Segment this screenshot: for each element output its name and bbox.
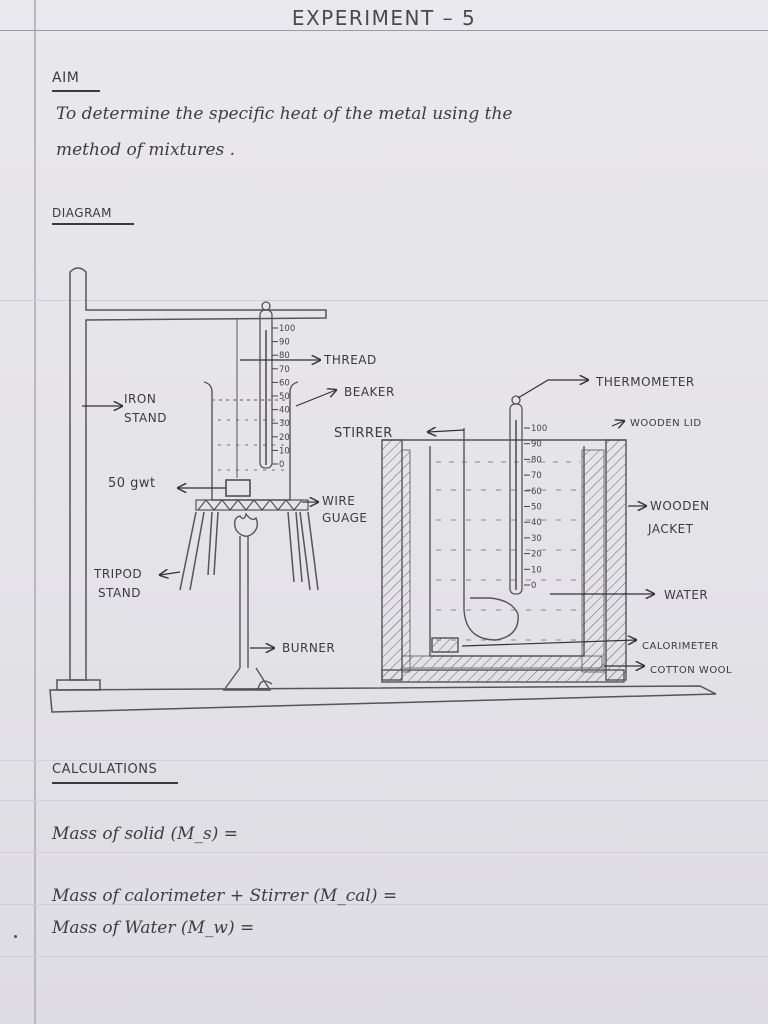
scale-tick-label: 30 bbox=[279, 419, 290, 429]
label-cotton-wool: COTTON WOOL bbox=[650, 665, 732, 676]
scale-tick-label: 20 bbox=[279, 433, 290, 443]
ruled-line bbox=[0, 956, 768, 957]
ruled-line bbox=[0, 904, 768, 905]
ink-dot bbox=[14, 935, 17, 938]
label-weight: 50 gwt bbox=[108, 476, 156, 491]
scale-tick-label: 100 bbox=[279, 324, 295, 334]
scale-tick-label: 60 bbox=[279, 378, 290, 388]
calorimeter-assembly bbox=[381, 439, 627, 683]
scale-tick-label: 100 bbox=[531, 424, 547, 434]
scale-tick-label: 50 bbox=[531, 503, 542, 513]
wire-gauge bbox=[195, 499, 309, 511]
header-rule bbox=[0, 30, 768, 31]
label-arrows bbox=[82, 360, 654, 666]
scale-tick-label: 70 bbox=[279, 365, 290, 375]
label-wooden: WOODEN bbox=[650, 499, 710, 513]
label-gauge: GUAGE bbox=[322, 511, 367, 525]
scale-tick-label: 60 bbox=[531, 487, 542, 497]
ruled-line bbox=[0, 800, 768, 801]
scale-tick-label: 90 bbox=[531, 440, 542, 450]
scale-tick-label: 0 bbox=[531, 581, 536, 591]
scale-tick-label: 30 bbox=[531, 534, 542, 544]
tripod-stand bbox=[179, 511, 319, 591]
diagram-heading: DIAGRAM bbox=[52, 206, 112, 220]
stirrer-rod bbox=[463, 428, 519, 641]
scale-tick-label: 20 bbox=[531, 550, 542, 560]
scale-tick-label: 0 bbox=[279, 460, 284, 470]
label-wire: WIRE bbox=[322, 494, 355, 508]
label-tripod-stand: STAND bbox=[98, 586, 141, 600]
water-level bbox=[436, 461, 580, 641]
label-calorimeter: CALORIMETER bbox=[642, 641, 719, 652]
label-iron: IRON bbox=[124, 392, 156, 406]
scale-tick-label: 80 bbox=[279, 351, 290, 361]
scale-tick-label: 70 bbox=[531, 471, 542, 481]
scale-tick-label: 80 bbox=[531, 455, 542, 465]
scale-tick-label: 40 bbox=[531, 518, 542, 528]
label-burner: BURNER bbox=[282, 641, 335, 655]
label-wooden-lid: WOODEN LID bbox=[630, 418, 702, 429]
aim-text-line2: method of mixtures . bbox=[56, 140, 236, 160]
aim-heading: AIM bbox=[52, 70, 80, 86]
mass-solid-line: Mass of solid (M_s) = bbox=[52, 824, 238, 844]
thermometer-right bbox=[509, 395, 523, 595]
label-tripod: TRIPOD bbox=[93, 567, 142, 581]
label-jacket: JACKET bbox=[647, 522, 694, 536]
mass-water-line: Mass of Water (M_w) = bbox=[52, 918, 255, 938]
label-thermometer: THERMOMETER bbox=[595, 375, 695, 389]
diagram-underline bbox=[52, 223, 134, 225]
weight-block bbox=[225, 479, 251, 497]
scale-tick-label: 10 bbox=[279, 446, 290, 456]
label-thread: THREAD bbox=[323, 353, 377, 367]
burner bbox=[222, 512, 273, 691]
ruled-line bbox=[0, 300, 768, 301]
scale-tick-label: 40 bbox=[279, 406, 290, 416]
label-stirrer: STIRRER bbox=[334, 426, 393, 441]
aim-text-line1: To determine the specific heat of the me… bbox=[56, 104, 513, 124]
aim-underline bbox=[52, 90, 100, 92]
label-iron-stand: STAND bbox=[124, 411, 167, 425]
mass-calorimeter-line: Mass of calorimeter + Stirrer (M_cal) = bbox=[52, 886, 398, 906]
scale-tick-label: 90 bbox=[279, 338, 290, 348]
metal-solid bbox=[431, 637, 459, 653]
ruled-line bbox=[0, 852, 768, 853]
label-beaker: BEAKER bbox=[344, 385, 395, 399]
label-water: WATER bbox=[664, 588, 708, 602]
calculations-underline bbox=[52, 782, 178, 784]
thermometer-left bbox=[259, 301, 273, 469]
page-title: EXPERIMENT – 5 bbox=[291, 6, 477, 30]
iron-stand bbox=[56, 267, 327, 691]
calculations-heading: CALCULATIONS bbox=[52, 762, 158, 777]
scale-tick-label: 10 bbox=[531, 565, 542, 575]
margin-line bbox=[34, 0, 36, 1024]
ruled-line bbox=[0, 760, 768, 761]
base-board bbox=[49, 685, 717, 713]
scale-tick-label: 50 bbox=[279, 392, 290, 402]
